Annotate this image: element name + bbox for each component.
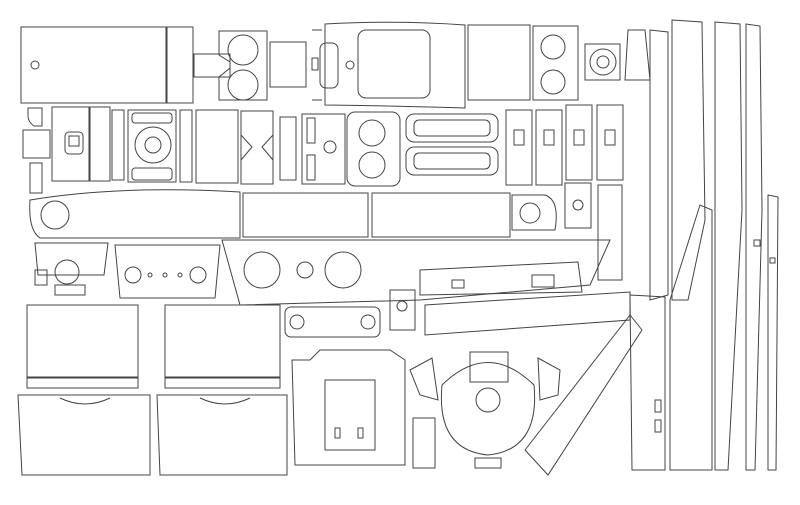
small-trim-right <box>537 357 561 401</box>
bracket-piece-2 <box>179 109 193 183</box>
tray-piece <box>269 41 307 88</box>
dash-center-panel <box>242 192 369 238</box>
speaker-grille <box>584 43 621 81</box>
instrument-hood-left <box>34 242 109 296</box>
switch-panel <box>51 106 111 182</box>
door-sill-strips <box>629 19 779 471</box>
bracket-piece-3 <box>279 116 297 181</box>
lower-console <box>291 349 406 466</box>
door-trim-lower <box>424 291 631 336</box>
glovebox-right <box>156 394 288 476</box>
blank-panel <box>195 109 239 184</box>
instrument-cluster <box>221 239 611 306</box>
center-console-top <box>324 21 466 109</box>
vent-frame <box>240 110 274 185</box>
vent-trims <box>405 113 499 176</box>
connector-strip <box>193 53 231 78</box>
small-square-piece <box>389 289 416 331</box>
dashboard-left <box>29 189 241 239</box>
small-trim-left <box>409 357 439 401</box>
twin-gauge-panel <box>346 111 401 187</box>
screen-right <box>164 304 281 389</box>
window-switch-piece <box>412 417 436 469</box>
cupholder-pair <box>532 25 579 101</box>
key-panel <box>564 182 592 229</box>
diagonal-door-strip <box>524 314 643 476</box>
center-control-panel <box>114 244 221 299</box>
dash-right-panel <box>371 192 511 238</box>
bracket-piece <box>111 109 125 181</box>
climate-control-panel <box>127 109 177 183</box>
door-switch-panels <box>505 104 624 186</box>
shift-surround <box>440 351 536 469</box>
cone-piece <box>624 29 651 81</box>
dashboard-right <box>511 194 557 231</box>
small-parts-left <box>22 107 51 194</box>
screen-left <box>26 304 139 389</box>
cupholder-piece <box>218 30 268 101</box>
glovebox-left <box>17 394 151 476</box>
switch-strip <box>597 184 623 281</box>
armrest-lid-piece <box>20 26 194 104</box>
button-panel <box>301 113 346 185</box>
handle-piece <box>311 29 339 101</box>
radio-bezel <box>284 306 381 338</box>
door-trim-upper <box>419 261 583 296</box>
side-panel <box>467 24 531 101</box>
